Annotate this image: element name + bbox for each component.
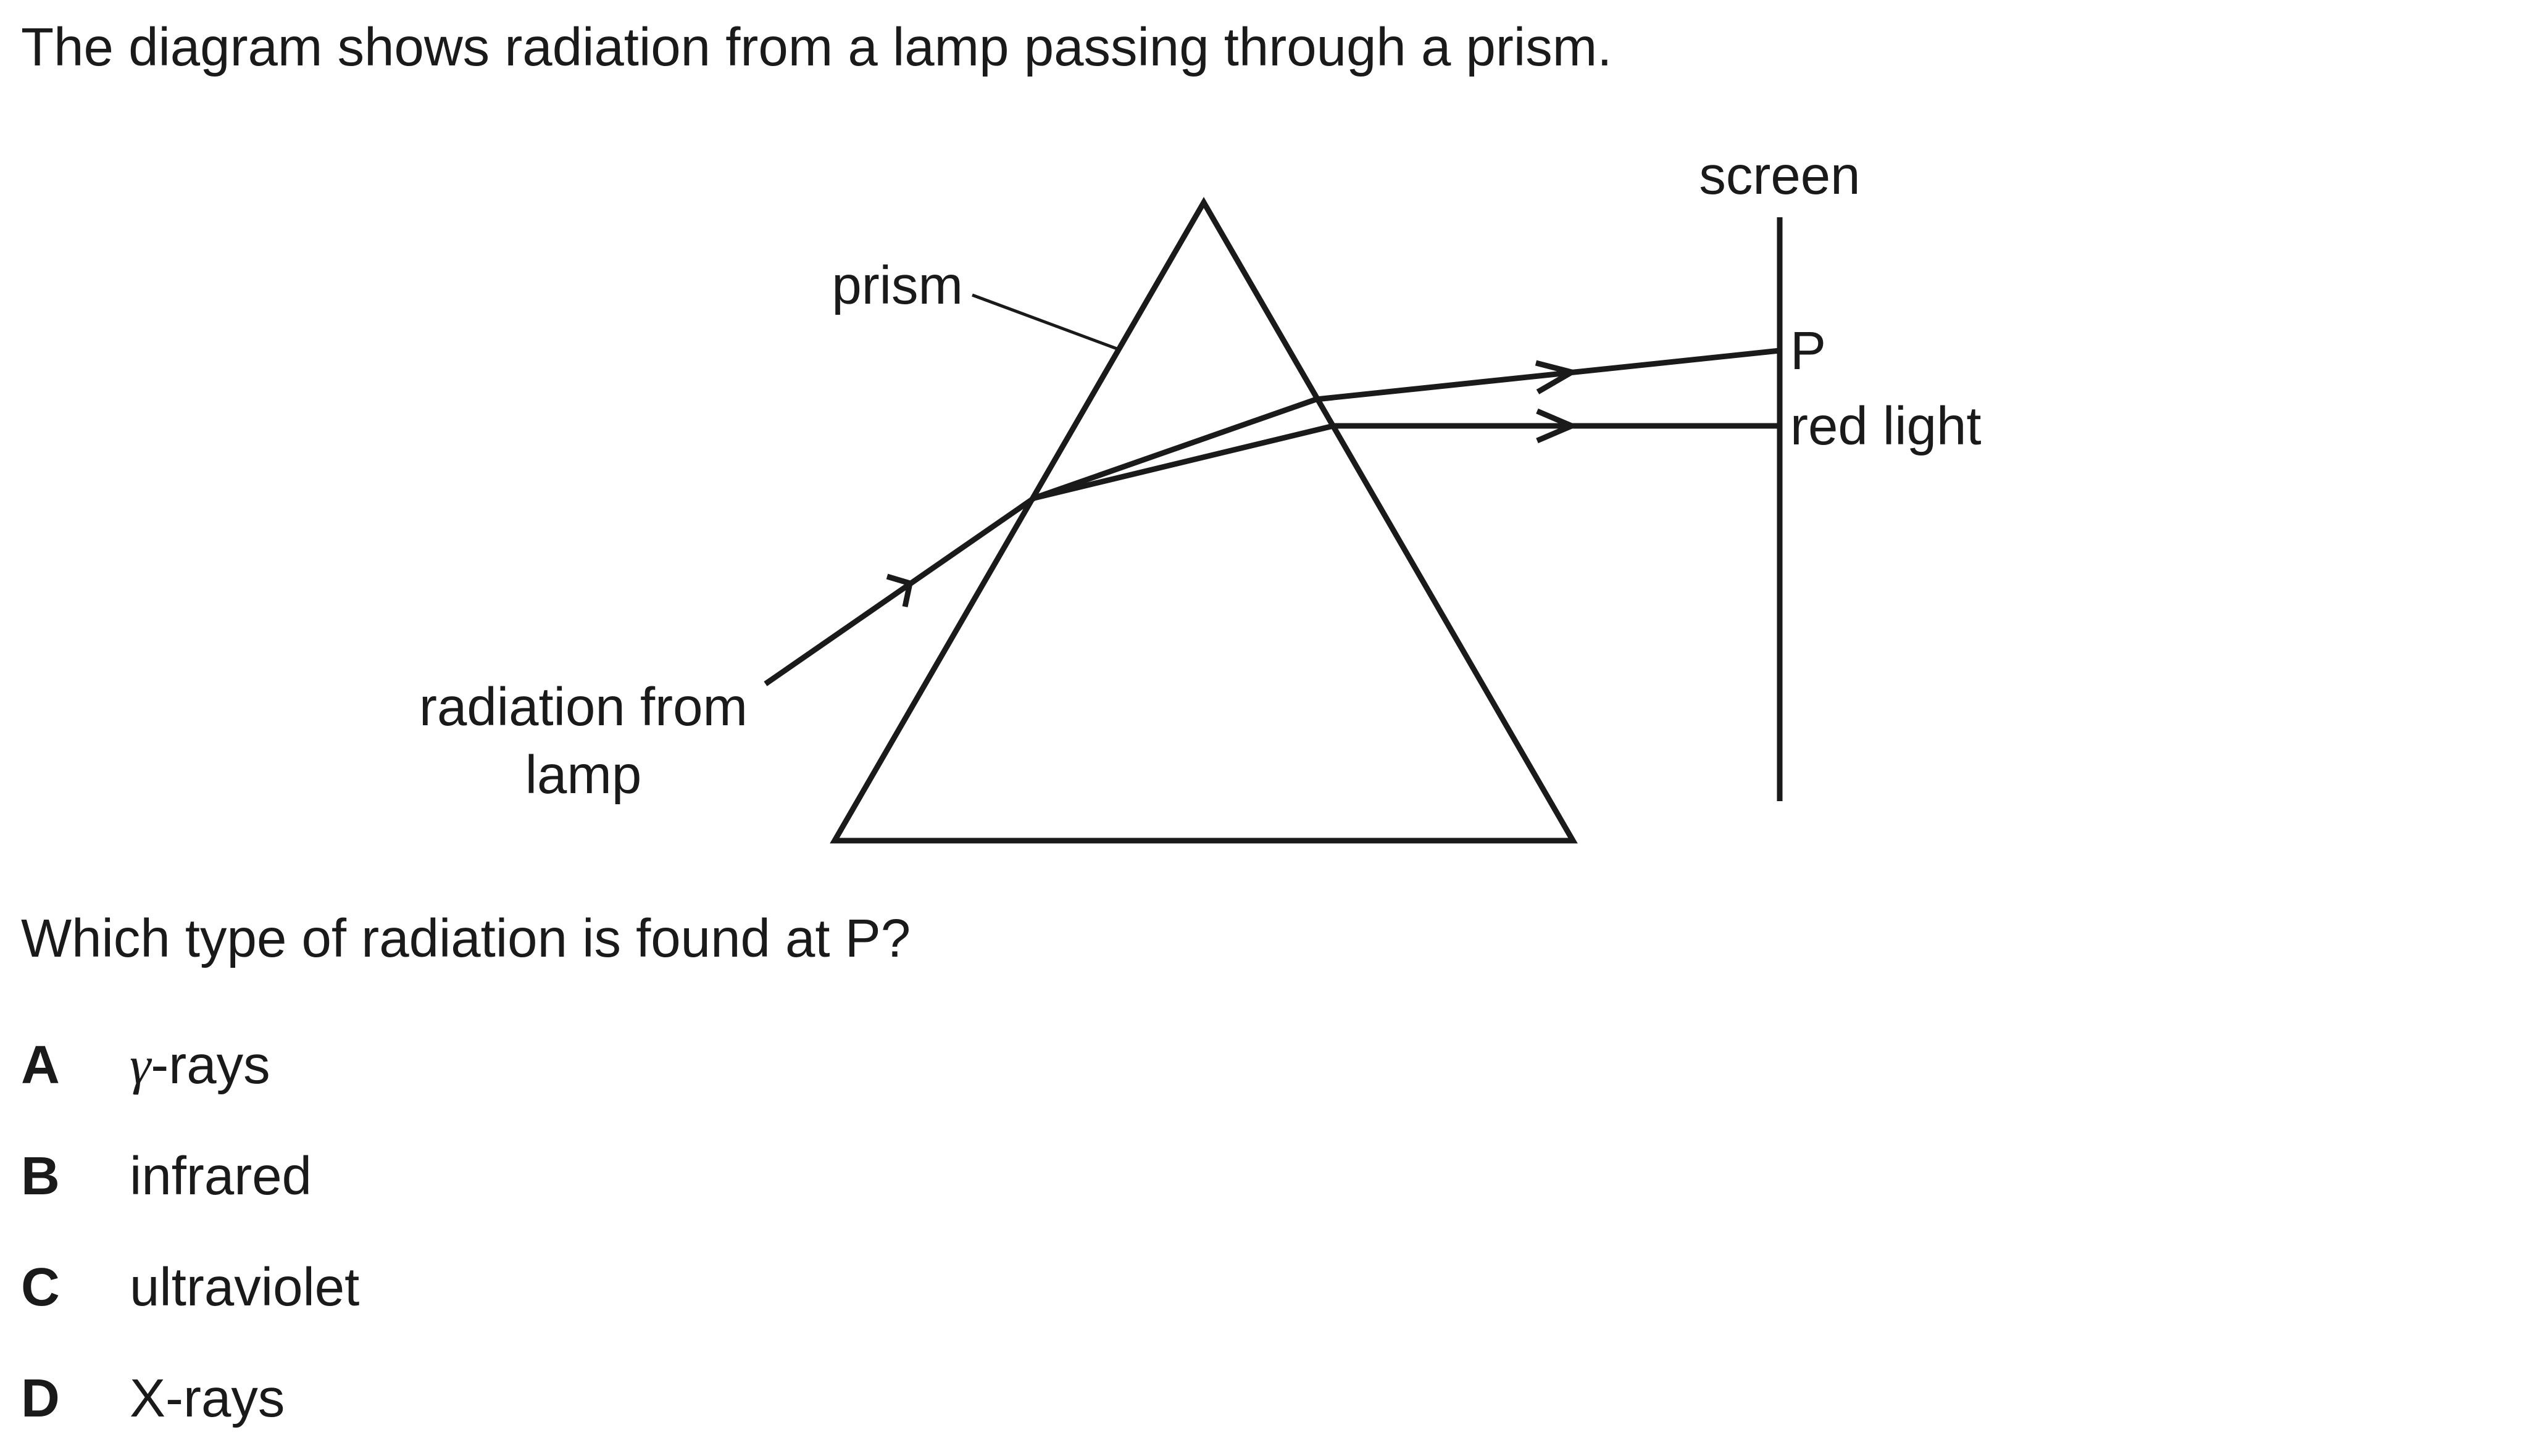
radiation-label-line1: radiation from [419,677,748,737]
upper-ray-inside [1033,396,1317,501]
option-text: ultraviolet [130,1257,360,1317]
option-letter: B [21,1146,60,1206]
prism-leader-line [972,293,1119,351]
point-p-label: P [1790,321,1826,381]
lower-ray-arrowhead [1536,408,1579,444]
red-light-label: red light [1790,396,1982,456]
question-stem: The diagram shows radiation from a lamp … [21,17,1612,77]
option-text: γ-rays [130,1038,270,1092]
option-letter: A [21,1035,60,1095]
gamma-symbol: γ [130,1035,151,1095]
prism-triangle [830,197,1578,844]
option-text-suffix: -rays [151,1035,270,1095]
prism-label: prism [832,256,963,315]
upper-ray-outside [1316,347,1780,402]
option-letter: D [21,1368,60,1428]
lower-ray-inside [1033,423,1335,501]
option-text: X-rays [130,1368,285,1428]
option-letter: C [21,1257,60,1317]
question-prompt: Which type of radiation is found at P? [21,909,911,968]
incident-arrowhead [886,573,914,607]
upper-ray-arrowhead [1535,360,1579,394]
radiation-label-line2: lamp [525,745,642,805]
prism-diagram: screen prism P red light radiation from … [419,146,1982,844]
option-text: infrared [130,1146,312,1206]
incident-ray [764,496,1036,686]
screen-label: screen [1699,146,1860,206]
